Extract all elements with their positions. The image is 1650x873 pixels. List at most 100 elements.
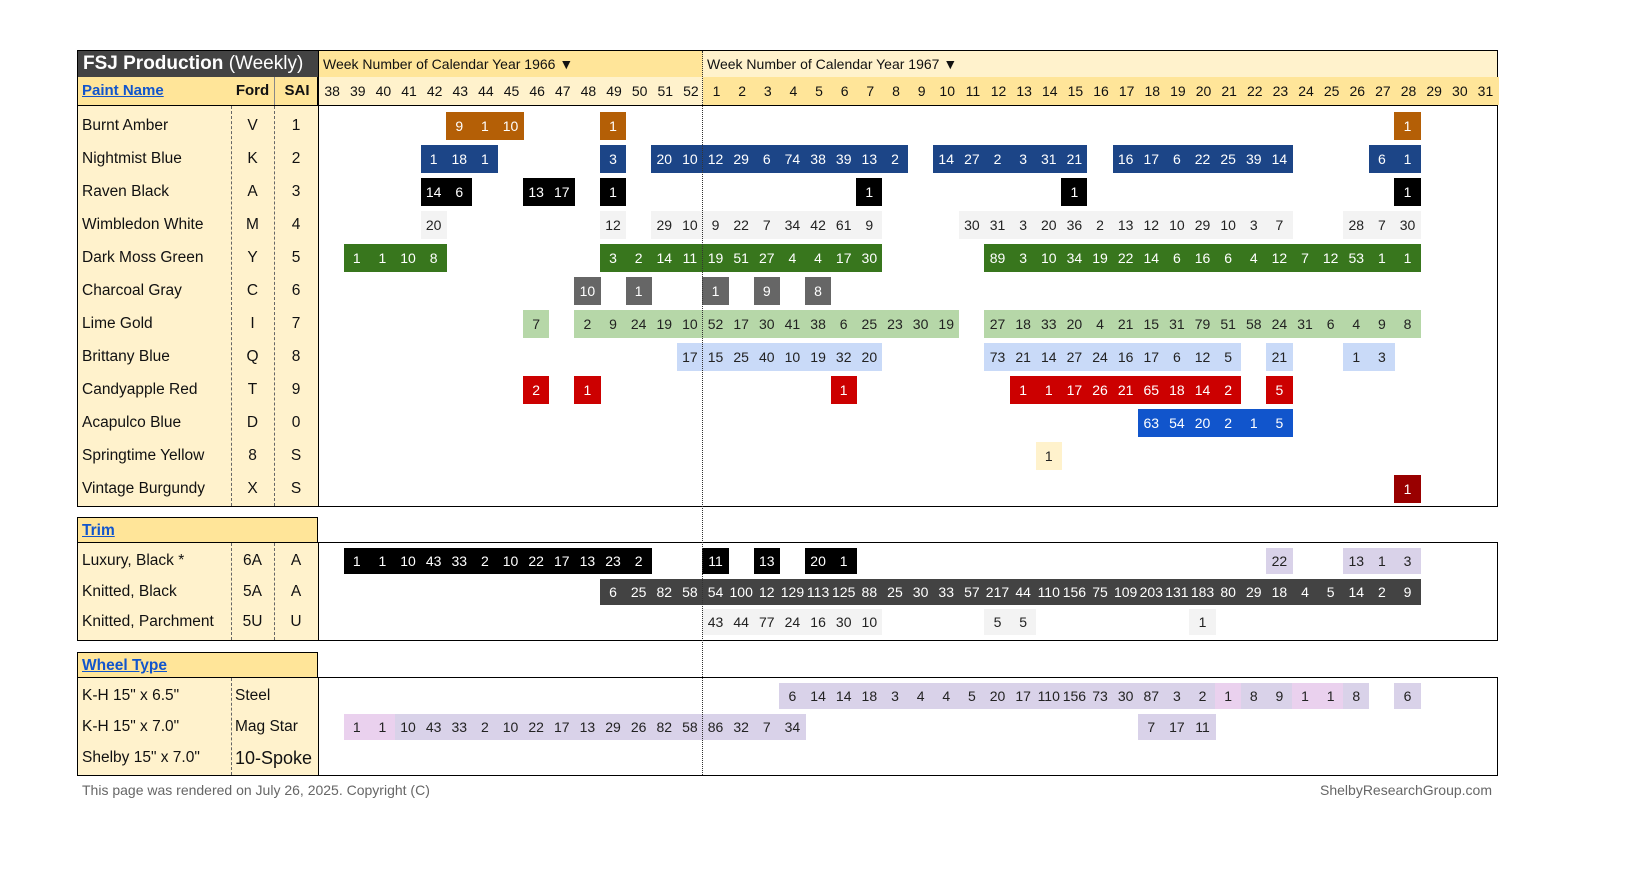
ford-code: 5U bbox=[242, 613, 263, 630]
production-cell: 4 bbox=[1343, 310, 1370, 338]
production-cell: 1 bbox=[1394, 145, 1421, 173]
ford-code: M bbox=[246, 216, 259, 233]
production-cell: 9 bbox=[1368, 310, 1396, 338]
production-cell: 24 bbox=[1266, 310, 1293, 338]
production-cell: 12 bbox=[1138, 211, 1165, 239]
production-cell: 18 bbox=[856, 683, 883, 709]
year-1966-header[interactable]: Week Number of Calendar Year 1966 ▼ bbox=[319, 51, 703, 77]
production-cell: 23 bbox=[599, 548, 627, 574]
production-cell: 3 bbox=[881, 683, 909, 709]
week-number: 5 bbox=[805, 77, 833, 105]
production-cell: 2 bbox=[471, 714, 498, 740]
year-1967-header[interactable]: Week Number of Calendar Year 1967 ▼ bbox=[703, 51, 1497, 77]
production-cell: 131 bbox=[1163, 578, 1190, 605]
production-cell: 7 bbox=[1138, 714, 1165, 740]
production-cell: 17 bbox=[830, 244, 857, 272]
ford-code: V bbox=[247, 117, 258, 134]
row-label: Knitted, Black bbox=[82, 582, 177, 600]
production-cell: 10 bbox=[676, 211, 704, 239]
production-cell: 12 bbox=[1189, 343, 1216, 371]
trim-link[interactable]: Trim bbox=[82, 522, 115, 539]
wheel-type-link[interactable]: Wheel Type bbox=[82, 657, 167, 674]
production-cell: 1 bbox=[1394, 112, 1421, 140]
production-cell: 10 bbox=[676, 145, 704, 173]
production-cell: 5 bbox=[984, 609, 1011, 635]
week-number: 48 bbox=[575, 77, 602, 105]
production-cell: 74 bbox=[779, 145, 806, 173]
paint-header: Paint Name Ford SAI bbox=[78, 77, 318, 105]
production-cell: 7 bbox=[1291, 244, 1319, 272]
row-label: Brittany Blue bbox=[82, 348, 170, 365]
production-cell: 75 bbox=[1086, 578, 1114, 605]
week-number: 15 bbox=[1062, 77, 1089, 105]
sai-code: S bbox=[290, 480, 302, 497]
production-cell: 6 bbox=[1215, 244, 1242, 272]
production-cell: 6 bbox=[779, 683, 806, 709]
week-number: 27 bbox=[1369, 77, 1397, 105]
production-cell: 27 bbox=[984, 310, 1011, 338]
production-cell: 14 bbox=[1189, 376, 1216, 404]
production-cell: 6 bbox=[446, 178, 473, 206]
paint-name-link[interactable]: Paint Name bbox=[82, 82, 164, 99]
production-cell: 6 bbox=[1394, 683, 1421, 709]
production-cell: 44 bbox=[1010, 578, 1037, 605]
week-number: 38 bbox=[319, 77, 346, 105]
production-cell: 13 bbox=[523, 178, 550, 206]
production-cell: 6 bbox=[1163, 244, 1190, 272]
week-number: 16 bbox=[1087, 77, 1115, 105]
week-number: 29 bbox=[1421, 77, 1448, 105]
production-cell: 17 bbox=[548, 714, 575, 740]
production-cell: 29 bbox=[1189, 211, 1216, 239]
production-cell: 2 bbox=[1368, 578, 1396, 605]
production-cell: 22 bbox=[523, 714, 550, 740]
production-cell: 10 bbox=[394, 244, 422, 272]
production-cell: 10 bbox=[856, 609, 883, 635]
production-cell: 19 bbox=[933, 310, 960, 338]
production-cell: 12 bbox=[702, 145, 729, 173]
production-cell: 2 bbox=[625, 548, 652, 574]
week-number: 19 bbox=[1164, 77, 1191, 105]
production-cell: 1 bbox=[1343, 343, 1370, 371]
production-cell: 20 bbox=[1061, 310, 1088, 338]
production-cell: 38 bbox=[804, 145, 832, 173]
production-cell: 1 bbox=[369, 548, 396, 574]
production-cell: 13 bbox=[574, 714, 601, 740]
production-cell: 18 bbox=[1163, 376, 1190, 404]
production-cell: 44 bbox=[728, 609, 755, 635]
production-cell: 2 bbox=[574, 310, 601, 338]
row-label: Springtime Yellow bbox=[82, 447, 205, 464]
production-cell: 10 bbox=[574, 277, 601, 305]
production-cell: 1 bbox=[1189, 609, 1216, 635]
production-cell: 2 bbox=[471, 548, 498, 574]
production-cell: 79 bbox=[1189, 310, 1216, 338]
week-number: 6 bbox=[831, 77, 858, 105]
production-cell: 33 bbox=[446, 714, 473, 740]
production-cell: 1 bbox=[1394, 178, 1421, 206]
production-cell: 26 bbox=[625, 714, 652, 740]
production-cell: 41 bbox=[779, 310, 806, 338]
production-cell: 14 bbox=[804, 683, 832, 709]
production-cell: 4 bbox=[779, 244, 806, 272]
production-cell: 1 bbox=[343, 244, 370, 272]
production-cell: 9 bbox=[1266, 683, 1293, 709]
production-cell: 30 bbox=[907, 578, 934, 605]
production-cell: 15 bbox=[702, 343, 729, 371]
production-cell: 31 bbox=[1163, 310, 1190, 338]
row-label: Charcoal Gray bbox=[82, 282, 182, 299]
production-cell: 8 bbox=[1343, 683, 1370, 709]
production-cell: 61 bbox=[830, 211, 857, 239]
production-cell: 52 bbox=[702, 310, 729, 338]
production-cell: 1 bbox=[1394, 244, 1421, 272]
week-number: 13 bbox=[1011, 77, 1038, 105]
production-cell: 17 bbox=[1010, 683, 1037, 709]
production-cell: 10 bbox=[779, 343, 806, 371]
row-label: Raven Black bbox=[82, 183, 170, 200]
week-number: 9 bbox=[908, 77, 935, 105]
footer-site-link[interactable]: ShelbyResearchGroup.com bbox=[1320, 782, 1492, 798]
production-cell: 11 bbox=[676, 244, 704, 272]
production-cell: 33 bbox=[933, 578, 960, 605]
production-cell: 17 bbox=[548, 178, 575, 206]
production-cell: 1 bbox=[1240, 409, 1267, 437]
production-cell: 15 bbox=[1138, 310, 1165, 338]
